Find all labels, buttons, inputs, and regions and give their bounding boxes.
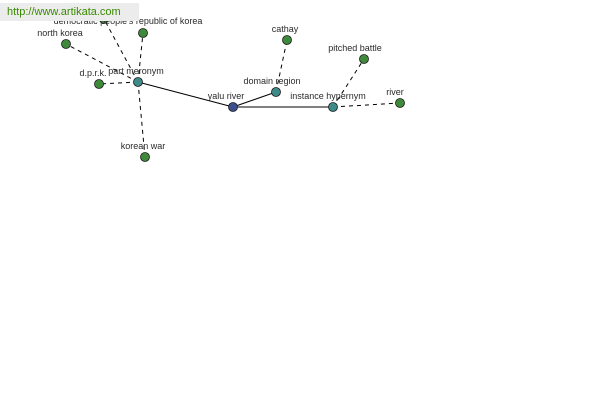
edge-part-meronym-to-korean-peninsula-hidden [103,18,139,83]
node-domain-region[interactable] [271,87,281,97]
node-label-instance-hypernym: instance hypernym [290,91,366,101]
node-cathay[interactable] [282,35,292,45]
watermark-banner [0,3,139,21]
node-label-korean-war: korean war [121,141,166,151]
node-instance-hypernym[interactable] [328,102,338,112]
node-label-democratic-peoples-republic: democratic people's republic of korea [54,16,203,26]
edge-domain-region-to-cathay [275,39,288,93]
edge-part-meronym-to-north-korea [65,43,139,83]
node-label-north-korea: north korea [37,28,83,38]
edge-instance-hypernym-to-river [332,102,401,108]
nodes-layer [61,14,405,162]
edge-part-meronym-to-democratic-peoples-republic [137,32,144,83]
node-label-pitched-battle: pitched battle [328,43,382,53]
node-yalu-river[interactable] [228,102,238,112]
node-dprk[interactable] [94,79,104,89]
node-north-korea[interactable] [61,39,71,49]
node-label-dprk: d.p.r.k. [79,68,106,78]
edge-yalu-river-to-part-meronym [137,81,234,108]
node-part-meronym[interactable] [133,77,143,87]
labels-layer: yalu river part meronym domain region insta… [37,16,404,151]
watermark-link[interactable]: http://www.artikata.com [7,6,121,18]
node-pitched-battle[interactable] [359,54,369,64]
edge-part-meronym-to-dprk [98,81,139,85]
edge-yalu-river-to-domain-region [232,91,277,108]
node-label-part-meronym: part meronym [108,66,164,76]
edges-layer [65,18,401,158]
node-river[interactable] [395,98,405,108]
edge-instance-hypernym-to-pitched-battle [332,58,365,108]
node-label-yalu-river: yalu river [208,91,245,101]
node-label-river: river [386,87,404,97]
node-democratic-peoples-republic[interactable] [138,28,148,38]
node-korean-war[interactable] [140,152,150,162]
node-label-domain-region: domain region [243,76,300,86]
node-label-cathay: cathay [272,24,299,34]
